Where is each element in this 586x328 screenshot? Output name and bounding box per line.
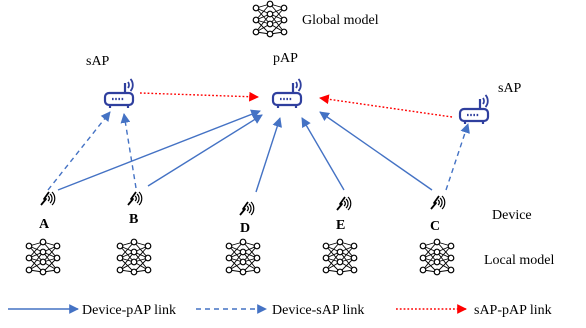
router-icon bbox=[103, 77, 135, 110]
device-c-label: C bbox=[430, 219, 440, 234]
device-a-label: A bbox=[39, 217, 50, 232]
link-e-pap bbox=[301, 117, 345, 191]
link-b-pap bbox=[147, 114, 263, 187]
link-c-sap bbox=[445, 123, 470, 191]
local-model-icon bbox=[419, 238, 455, 276]
legend-device-sap: Device-sAP link bbox=[272, 303, 364, 318]
device-row-label: Device bbox=[492, 208, 532, 223]
local-model-icon bbox=[116, 238, 152, 276]
device-b-label: B bbox=[129, 212, 138, 227]
link-sap-right-pap bbox=[319, 94, 453, 118]
wireless-device-icon bbox=[40, 191, 56, 206]
wireless-device-icon bbox=[336, 196, 352, 211]
router-icon bbox=[458, 93, 490, 126]
legend: Device-pAP link Device-sAP link sAP-pAP … bbox=[8, 303, 552, 318]
sap-left-label: sAP bbox=[86, 54, 110, 69]
local-model-icon bbox=[225, 238, 261, 276]
wireless-device-icon bbox=[430, 195, 446, 210]
local-model-icon bbox=[25, 238, 61, 276]
legend-sap-pap: sAP-pAP link bbox=[474, 303, 552, 318]
link-sap-left-pap bbox=[139, 91, 259, 102]
global-model-icon bbox=[252, 0, 288, 38]
legend-device-pap: Device-pAP link bbox=[82, 303, 176, 318]
device-e-label: E bbox=[336, 218, 345, 233]
link-d-pap bbox=[255, 117, 282, 193]
router-icon bbox=[271, 77, 303, 110]
pap-label: pAP bbox=[273, 51, 298, 66]
global-model-label: Global model bbox=[302, 13, 379, 28]
device-d-label: D bbox=[240, 221, 250, 236]
link-b-sap bbox=[120, 113, 137, 189]
link-a-pap bbox=[57, 109, 261, 191]
link-c-pap bbox=[319, 111, 433, 191]
wireless-device-icon bbox=[239, 201, 255, 216]
sap-right-label: sAP bbox=[498, 81, 522, 96]
local-model-row-label: Local model bbox=[484, 253, 554, 268]
wireless-device-icon bbox=[127, 191, 143, 206]
link-a-sap bbox=[47, 111, 111, 191]
local-model-icon bbox=[322, 238, 358, 276]
